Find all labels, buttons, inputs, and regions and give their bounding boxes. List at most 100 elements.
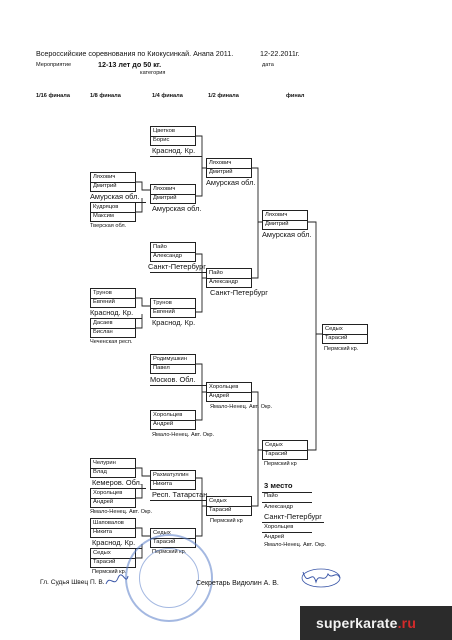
qf-slot-5-line2: Павел bbox=[153, 365, 170, 371]
third-place-1-region: Санкт-Петербург bbox=[264, 512, 322, 521]
r8-slot-8-line1: Седых bbox=[93, 550, 111, 556]
sf-slot-1: Ляхович Дмитрий bbox=[206, 158, 252, 178]
qf-slot-1-line2: Борис bbox=[153, 137, 170, 143]
box-divider bbox=[91, 182, 135, 183]
qf-slot-3: Пайо Александр bbox=[150, 242, 196, 262]
r8-slot-7-line1: Шаповалов bbox=[93, 520, 124, 526]
box-divider bbox=[263, 220, 307, 221]
r8-slot-2-line2: Максим bbox=[93, 213, 114, 219]
qf-slot-1: Цветков Борис bbox=[150, 126, 196, 146]
r8-slot-5: Челурин Влад bbox=[90, 458, 136, 478]
connector-line bbox=[252, 167, 262, 223]
connector-line bbox=[196, 135, 206, 169]
box-divider bbox=[263, 450, 307, 451]
r8-slot-1: Ляхович Дмитрий bbox=[90, 172, 136, 192]
sf-slot-2-line2: Александр bbox=[209, 279, 239, 285]
qf-slot-7-line1: Рахматуллин bbox=[153, 472, 189, 478]
box-divider bbox=[207, 506, 251, 507]
qf-slot-7-line2: Никита bbox=[153, 481, 173, 487]
qf-slot-1-region: Краснод. Кр. bbox=[152, 146, 196, 155]
secretary: Секретарь Видюлин А. В. bbox=[196, 580, 279, 587]
qf-slot-6-line2: Андрей bbox=[153, 421, 174, 427]
qf-slot-5-region: Москов. Обл. bbox=[150, 375, 196, 384]
connector-line bbox=[196, 363, 206, 393]
box-divider bbox=[151, 308, 195, 309]
qf-slot-2-line2: Дмитрий bbox=[153, 195, 177, 201]
r8-slot-3-line1: Трунов bbox=[93, 290, 112, 296]
r8-slot-5-line1: Челурин bbox=[93, 460, 116, 466]
third-place-1-name1: Пайо bbox=[264, 493, 278, 499]
third-place-1-name2: Александр bbox=[264, 504, 294, 510]
connector-line bbox=[196, 506, 203, 537]
r8-slot-3-line2: Евгений bbox=[93, 299, 115, 305]
r8-slot-4: Дасаев Бислан bbox=[90, 318, 136, 338]
sf-slot-2-line1: Пайо bbox=[209, 270, 223, 276]
connector-line bbox=[252, 391, 262, 451]
round-r4-header: 1/4 финала bbox=[152, 93, 183, 99]
final-slot-1-line1: Ляхович bbox=[265, 212, 288, 218]
r8-slot-7-region: Краснод. Кр. bbox=[92, 538, 136, 547]
r8-slot-1-line2: Дмитрий bbox=[93, 183, 117, 189]
category-value: 12-13 лет до 50 кг. bbox=[98, 60, 162, 69]
box-divider bbox=[91, 328, 135, 329]
final-slot-2-line1: Седых bbox=[265, 442, 283, 448]
connector-line bbox=[196, 477, 206, 507]
box-divider bbox=[151, 252, 195, 253]
connector-line bbox=[308, 221, 322, 335]
qf-slot-8-line1: Седых bbox=[153, 530, 171, 536]
r8-slot-4-line1: Дасаев bbox=[93, 320, 113, 326]
connector-line bbox=[196, 168, 203, 197]
r8-slot-6: Хорольцев Андрей bbox=[90, 488, 136, 508]
r8-slot-6-line1: Хорольцев bbox=[93, 490, 123, 496]
box-divider bbox=[207, 278, 251, 279]
round-r16-header: 1/16 финала bbox=[36, 93, 70, 99]
watermark-brand: superkarate bbox=[316, 615, 398, 631]
connector-line bbox=[136, 314, 143, 329]
qf-slot-5: Родимушкин Павел bbox=[150, 354, 196, 374]
official-stamp-icon bbox=[125, 534, 213, 622]
final-slot-2-line2: Тарасий bbox=[265, 451, 288, 457]
final-slot-1-region: Амурская обл. bbox=[262, 230, 312, 239]
r8-slot-8: Седых Тарасий bbox=[90, 548, 136, 568]
sf-slot-3-line2: Андрей bbox=[209, 393, 230, 399]
r8-slot-3: Трунов Евгений bbox=[90, 288, 136, 308]
qf-slot-1-line1: Цветков bbox=[153, 128, 175, 134]
qf-slot-2: Ляхович Дмитрий bbox=[150, 184, 196, 204]
r8-slot-6-line2: Андрей bbox=[93, 499, 114, 505]
r8-slot-8-region: Пермский кр. bbox=[92, 569, 127, 575]
third-place-2-name1: Хорольцев bbox=[264, 524, 294, 530]
judge-signature-icon bbox=[105, 574, 129, 585]
box-divider bbox=[151, 420, 195, 421]
connector-line bbox=[136, 527, 150, 537]
connector-line bbox=[136, 467, 150, 477]
box-divider bbox=[207, 168, 251, 169]
r8-slot-8-line2: Тарасий bbox=[93, 559, 116, 565]
event-title: Всероссийские соревнования по Киокусинка… bbox=[36, 49, 234, 58]
r8-slot-6-region: Ямало-Ненец. Авт. Окр. bbox=[90, 509, 153, 515]
sf-slot-4-line1: Седых bbox=[209, 498, 227, 504]
qf-slot-7: Рахматуллин Никита bbox=[150, 470, 196, 490]
round-final-header: финал bbox=[286, 93, 305, 99]
box-divider bbox=[151, 136, 195, 137]
r8-slot-3-region: Краснод. Кр. bbox=[90, 308, 134, 317]
box-divider bbox=[151, 480, 195, 481]
r8-slot-1-region: Амурская обл. bbox=[90, 192, 140, 201]
region-underline bbox=[150, 272, 208, 273]
chief-judge: Гл. Судья Швец П. В. bbox=[40, 579, 105, 586]
qf-slot-6-region: Ямало-Ненец. Авт. Окр. bbox=[152, 432, 215, 438]
connector-line bbox=[196, 278, 203, 313]
box-divider bbox=[91, 298, 135, 299]
sf-slot-4: Седых Тарасий bbox=[206, 496, 252, 516]
connector-line bbox=[252, 450, 259, 507]
winner-region: Пермский кр. bbox=[324, 346, 359, 352]
final-slot-1: Ляхович Дмитрий bbox=[262, 210, 308, 230]
box-divider bbox=[207, 392, 251, 393]
r8-slot-2-line1: Кудряцов bbox=[93, 204, 119, 210]
sf-slot-2: Пайо Александр bbox=[206, 268, 252, 288]
connector-line bbox=[136, 181, 150, 191]
third-place-label: 3 место bbox=[264, 481, 293, 490]
r8-slot-7-line2: Никита bbox=[93, 529, 113, 535]
sf-slot-1-region: Амурская обл. bbox=[206, 178, 256, 187]
qf-slot-3-line1: Пайо bbox=[153, 244, 167, 250]
third-place-2-name2: Андрей bbox=[264, 534, 285, 540]
